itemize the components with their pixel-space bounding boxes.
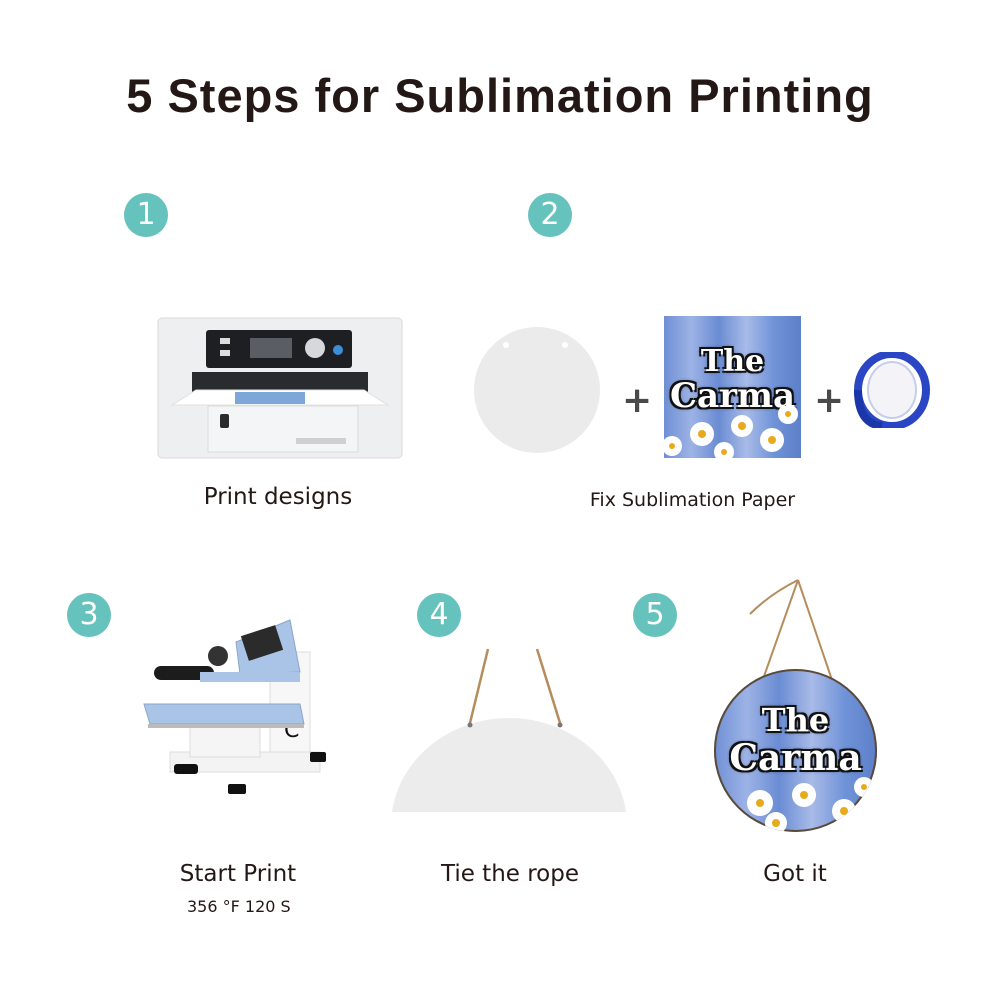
sign-text-line-1: The	[761, 701, 830, 739]
printer-icon	[157, 317, 403, 459]
blank-sign-with-rope-icon	[392, 648, 626, 812]
sign-text-line-2: Carma	[729, 737, 862, 779]
step-4-label: Tie the rope	[440, 861, 580, 887]
step-1-label: Print designs	[203, 484, 353, 510]
step-4-badge: 4	[417, 593, 461, 637]
heat-press-icon: C	[143, 619, 326, 794]
daisy-flowers-icon	[747, 777, 874, 832]
paper-text-line-1: The	[700, 344, 765, 379]
sublimation-paper-image: The Carma	[664, 316, 801, 458]
step-3-temperature-time: 356 °F 120 S	[187, 897, 291, 916]
step-2-label: Fix Sublimation Paper	[589, 489, 796, 511]
step-5-badge: 5	[633, 593, 677, 637]
blank-round-sign-icon	[474, 327, 600, 453]
finished-sign-image: The Carma	[714, 669, 877, 832]
daisy-flowers-icon	[664, 406, 798, 458]
step-3-label: Start Print	[179, 861, 297, 887]
step-1-badge: 1	[124, 193, 168, 237]
step-3-badge: 3	[67, 593, 111, 637]
plus-icon: +	[622, 380, 653, 421]
plus-icon: +	[814, 380, 845, 421]
step-2-badge: 2	[528, 193, 572, 237]
rope-icon	[749, 579, 833, 683]
page-title: 5 Steps for Sublimation Printing	[126, 69, 874, 122]
tape-roll-icon	[854, 352, 930, 428]
step-5-label: Got it	[763, 861, 827, 887]
paper-text-line-2: Carma	[669, 376, 795, 416]
